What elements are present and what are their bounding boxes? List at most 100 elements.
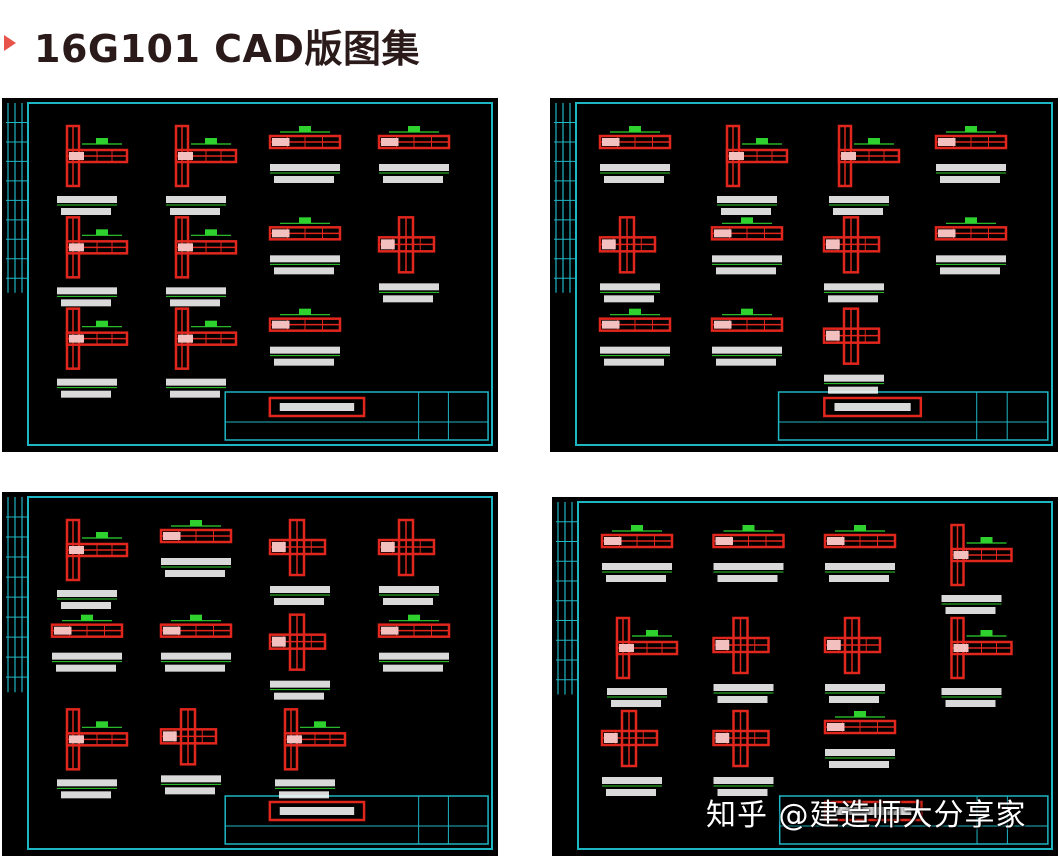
joint-fill (272, 138, 290, 146)
joint-fill (54, 626, 72, 635)
annotation-text-block (611, 700, 661, 707)
dimension-tag (96, 138, 108, 144)
dimension-tag (741, 217, 753, 224)
joint-fill (178, 152, 193, 160)
annotation-text-block (940, 176, 1000, 183)
annotation-text-block (270, 346, 340, 354)
annotation-text-block (165, 570, 225, 577)
joint-fill (715, 733, 730, 743)
annotation-text-block (936, 164, 1006, 171)
dimension-tag (408, 126, 420, 132)
dimension-tag (756, 138, 768, 144)
joint-fill (827, 723, 845, 731)
annotation-text-block (713, 684, 774, 691)
dimension-tag (190, 614, 202, 621)
annotation-text-block (57, 196, 117, 203)
annotation-text-block (717, 789, 768, 796)
title-highlight (823, 800, 923, 822)
joint-fill (841, 152, 856, 160)
joint-fill (715, 640, 730, 650)
annotation-text-block (941, 595, 1002, 602)
annotation-text-block (824, 374, 884, 382)
annotation-text-block (941, 688, 1002, 695)
annotation-text-block (945, 607, 996, 614)
title-highlight (268, 396, 366, 418)
title-block (778, 795, 1049, 845)
annotation-text-block (61, 208, 111, 215)
annotation-text-block (717, 575, 778, 582)
annotation-text-block (716, 267, 776, 275)
dimension-tag (299, 308, 311, 315)
annotation-text-block (57, 287, 117, 295)
annotation-text-block (61, 791, 111, 799)
dimension-tag (980, 630, 993, 636)
annotation-text-block (274, 598, 324, 605)
annotation-text-block (712, 255, 782, 263)
joint-fill (604, 537, 622, 545)
dimension-tag (629, 308, 641, 315)
dimension-tag (741, 308, 753, 315)
annotation-text-block (713, 563, 784, 570)
title-text-block (279, 403, 355, 411)
annotation-text-block (383, 295, 433, 303)
drawing-frame (27, 102, 493, 446)
annotation-text-block (270, 164, 340, 171)
watermark: 知乎 @建造师大分享家 (706, 798, 1027, 833)
joint-fill (69, 334, 84, 343)
dimension-tag (854, 711, 866, 717)
joint-fill (69, 546, 84, 554)
title-block (224, 795, 489, 845)
annotation-text-block (945, 700, 996, 707)
joint-fill (729, 152, 744, 160)
joint-fill (714, 229, 732, 238)
cad-sheet-bottom-right (552, 497, 1058, 856)
annotation-text-block (717, 196, 777, 203)
bullet-marker-icon (4, 35, 16, 51)
dimension-tag (96, 229, 108, 236)
joint-fill (381, 138, 399, 146)
annotation-text-block (602, 563, 672, 570)
joint-fill (69, 152, 84, 160)
joint-fill (938, 138, 956, 146)
annotation-text-block (170, 299, 220, 307)
annotation-text-block (606, 575, 666, 582)
annotation-text-block (56, 664, 116, 672)
joint-fill (619, 644, 634, 652)
dimension-tag (980, 537, 993, 543)
annotation-text-block (383, 664, 443, 672)
joint-fill (69, 735, 84, 744)
annotation-text-block (604, 176, 664, 183)
joint-fill (381, 542, 395, 552)
title-text-block (834, 403, 911, 411)
joint-fill (381, 239, 395, 250)
annotation-text-block (829, 196, 889, 203)
annotation-text-block (383, 598, 433, 605)
annotation-text-block (825, 749, 895, 756)
drawing-frame (27, 496, 493, 850)
joint-fill (827, 537, 845, 545)
dimension-tag (965, 217, 977, 224)
joint-fill (953, 551, 969, 559)
annotation-text-block (828, 295, 878, 303)
joint-fill (178, 243, 193, 252)
joint-fill (953, 644, 969, 652)
dimension-tag (742, 525, 755, 531)
joint-fill (272, 320, 290, 329)
cad-drawing (554, 102, 1053, 446)
drawing-frame (575, 102, 1053, 446)
annotation-text-block (270, 680, 330, 688)
title-highlight (823, 396, 923, 418)
dimension-tag (190, 520, 202, 526)
cad-drawing (556, 501, 1053, 850)
annotation-text-block (713, 777, 774, 784)
dimension-tag (205, 138, 217, 144)
dimension-tag (81, 614, 93, 621)
annotation-text-block (825, 563, 895, 570)
title-text-block (835, 807, 912, 815)
dimension-tag (408, 614, 420, 621)
joint-fill (602, 320, 620, 329)
dimension-tag (299, 126, 311, 132)
annotation-text-block (270, 586, 330, 593)
joint-fill (602, 239, 616, 250)
joint-fill (272, 542, 286, 552)
